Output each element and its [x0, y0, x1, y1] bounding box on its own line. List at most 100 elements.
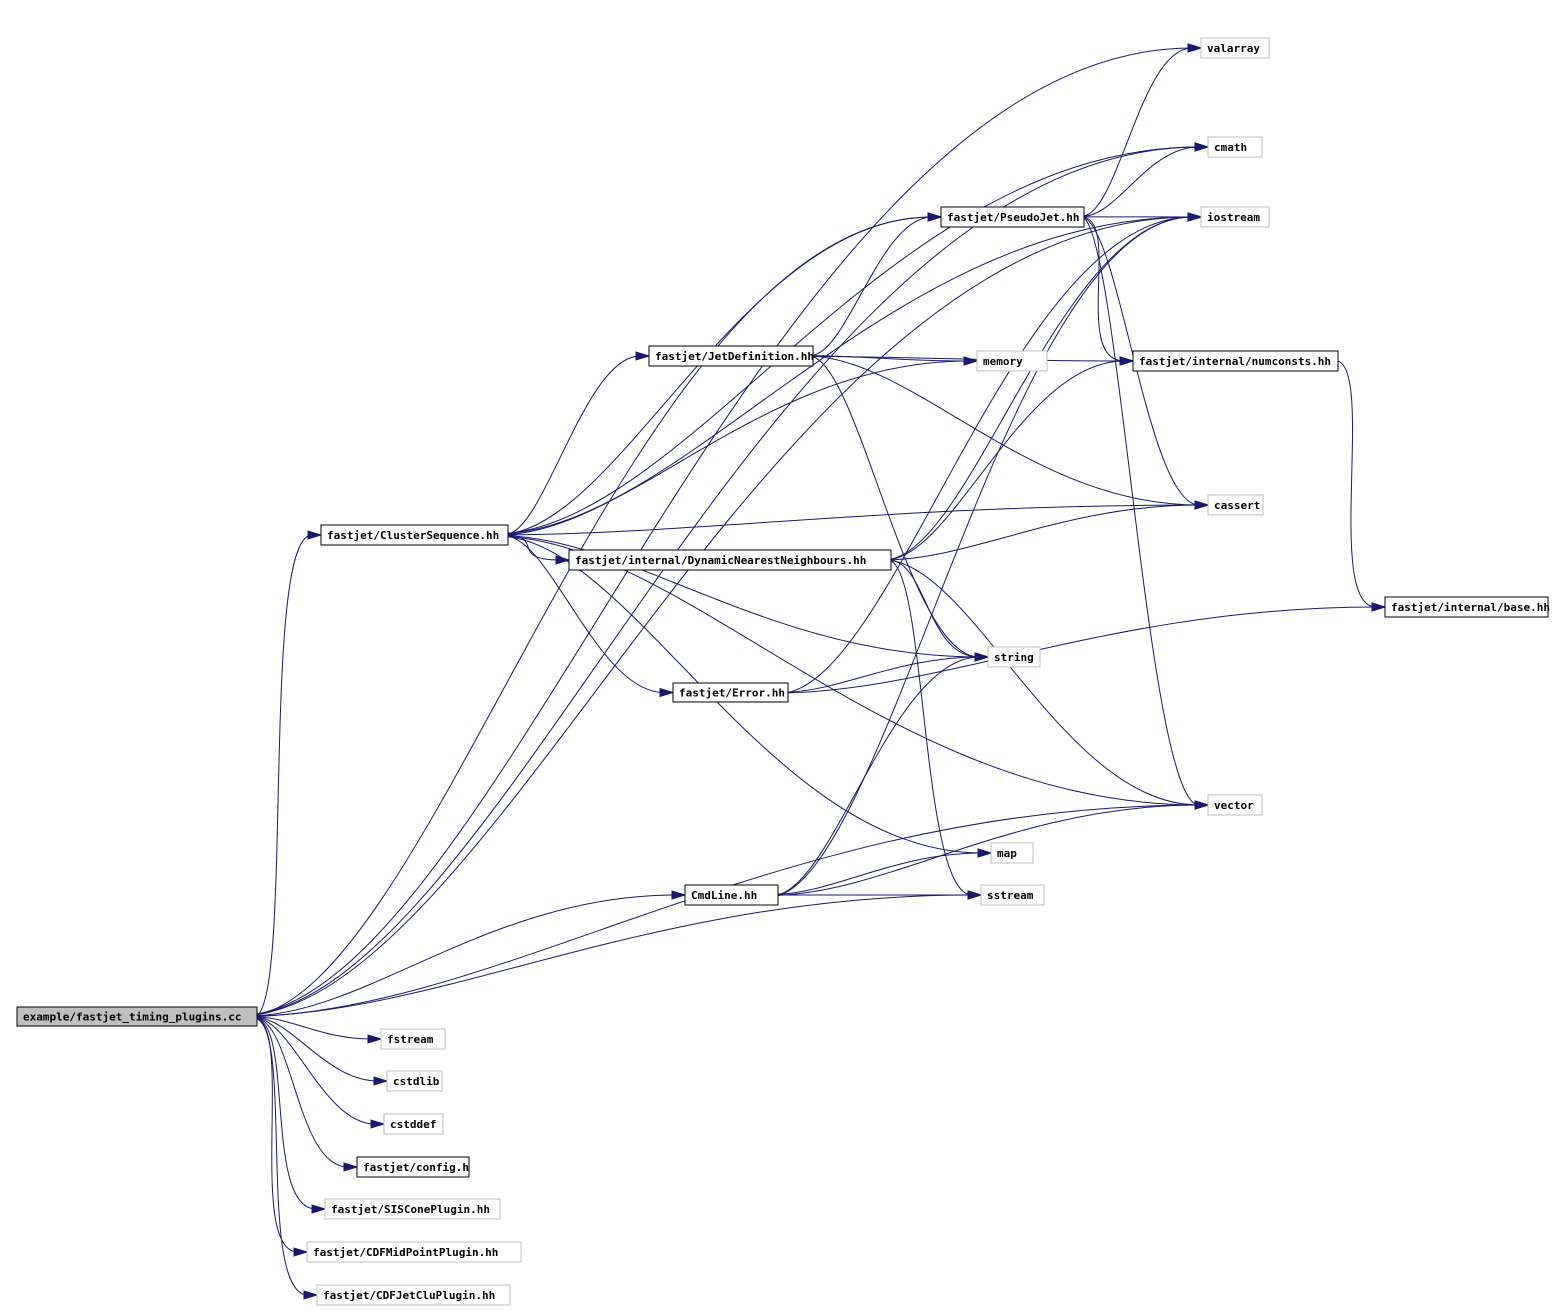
edge-root-to-cmdline	[256, 894, 677, 1017]
node-label-cassert: cassert	[1214, 499, 1260, 512]
edge-root-to-cmath	[256, 146, 1200, 1015]
node-error[interactable]: fastjet/Error.hh	[672, 682, 789, 703]
arrowhead-pseudojet-to-cmath	[1194, 142, 1210, 152]
node-label-cdfjetclu: fastjet/CDFJetCluPlugin.hh	[323, 1289, 495, 1302]
node-label-string: string	[994, 651, 1034, 664]
edge-jetdef-to-numconsts	[812, 355, 1125, 362]
arrowhead-cmdline-to-map	[977, 848, 993, 858]
arrowhead-root-to-sisconeplugin	[311, 1204, 327, 1214]
node-valarray: valarray	[1200, 37, 1270, 59]
node-box-cstdlib	[386, 1070, 443, 1092]
node-label-map: map	[997, 847, 1017, 860]
node-box-iostream	[1200, 206, 1270, 228]
arrowhead-cmdline-to-vector	[1194, 800, 1210, 810]
node-box-cdfmidpoint	[306, 1241, 522, 1263]
node-box-root	[16, 1006, 258, 1027]
edge-root-to-valarray	[256, 47, 1193, 1015]
node-box-numconsts	[1132, 350, 1339, 372]
arrowhead-dnn-to-numconsts	[1119, 356, 1135, 366]
edge-pseudojet-to-vector	[1083, 217, 1200, 806]
node-dnn[interactable]: fastjet/internal/DynamicNearestNeighbour…	[568, 549, 892, 571]
edge-clusterseq-to-cassert	[507, 504, 1200, 536]
edge-pseudojet-to-cmath	[1083, 146, 1200, 217]
node-sisconeplugin: fastjet/SISConePlugin.hh	[324, 1198, 501, 1220]
node-box-dnn	[568, 549, 892, 571]
node-box-memory	[976, 350, 1048, 372]
node-box-cstddef	[383, 1113, 444, 1135]
node-label-cdfmidpoint: fastjet/CDFMidPointPlugin.hh	[313, 1246, 498, 1259]
node-clusterseq[interactable]: fastjet/ClusterSequence.hh	[320, 524, 509, 546]
edge-dnn-to-vector	[890, 560, 1200, 806]
node-box-base	[1384, 596, 1549, 618]
edge-root-to-cstddef	[256, 1017, 376, 1125]
edge-clusterseq-to-pseudojet	[507, 216, 933, 535]
node-box-map	[990, 842, 1034, 864]
node-box-cassert	[1207, 494, 1264, 516]
arrowhead-clusterseq-to-jetdef	[635, 351, 651, 361]
edge-dnn-to-cassert	[890, 504, 1200, 561]
node-label-root: example/fastjet_timing_plugins.cc	[23, 1011, 242, 1024]
edge-numconsts-to-base	[1337, 360, 1377, 608]
node-numconsts[interactable]: fastjet/internal/numconsts.hh	[1132, 350, 1339, 372]
node-cmdline[interactable]: CmdLine.hh	[684, 884, 779, 906]
node-root[interactable]: example/fastjet_timing_plugins.cc	[16, 1006, 258, 1027]
edge-jetdef-to-string	[812, 356, 980, 658]
edge-error-to-string	[787, 656, 980, 693]
node-label-sstream: sstream	[987, 889, 1034, 902]
arrowhead-root-to-config	[343, 1162, 359, 1172]
node-cstddef: cstddef	[383, 1113, 444, 1135]
node-config[interactable]: fastjet/config.h	[356, 1156, 470, 1178]
node-box-fstream	[380, 1028, 446, 1050]
node-jetdef[interactable]: fastjet/JetDefinition.hh	[648, 345, 814, 367]
arrowhead-numconsts-to-base	[1371, 602, 1387, 612]
node-label-numconsts: fastjet/internal/numconsts.hh	[1139, 355, 1331, 368]
node-label-valarray: valarray	[1207, 42, 1260, 55]
node-memory: memory	[976, 350, 1048, 372]
edge-dnn-to-string	[890, 559, 980, 658]
node-base[interactable]: fastjet/internal/base.hh	[1384, 596, 1550, 618]
edge-root-to-fstream	[256, 1016, 373, 1040]
node-cdfjetclu: fastjet/CDFJetCluPlugin.hh	[316, 1284, 511, 1306]
node-cassert: cassert	[1207, 494, 1264, 516]
arrowhead-root-to-cstddef	[370, 1119, 386, 1129]
node-box-cmdline	[684, 884, 779, 906]
arrowhead-root-to-cdfjetclu	[303, 1290, 319, 1300]
node-iostream: iostream	[1200, 206, 1270, 228]
node-label-memory: memory	[983, 355, 1023, 368]
edge-jetdef-to-pseudojet	[812, 216, 933, 356]
arrowhead-cmdline-to-string	[974, 652, 990, 662]
graph-nodes: example/fastjet_timing_plugins.ccfastjet…	[16, 37, 1550, 1306]
node-box-error	[672, 682, 789, 703]
edge-cmdline-to-vector	[777, 804, 1200, 896]
edge-root-to-sstream	[256, 894, 973, 1017]
arrowhead-root-to-cdfmidpoint	[293, 1247, 309, 1257]
node-pseudojet[interactable]: fastjet/PseudoJet.hh	[940, 206, 1085, 228]
node-box-cdfjetclu	[316, 1284, 511, 1306]
edge-root-to-clusterseq	[256, 534, 313, 1016]
edge-root-to-cstdlib	[256, 1016, 379, 1082]
arrowhead-root-to-fstream	[367, 1034, 383, 1044]
edge-clusterseq-to-error	[507, 535, 665, 693]
node-label-dnn: fastjet/internal/DynamicNearestNeighbour…	[575, 554, 866, 567]
arrowhead-dnn-to-cassert	[1194, 500, 1210, 510]
edge-error-to-iostream	[787, 216, 1193, 693]
node-string: string	[987, 646, 1041, 668]
node-label-cmdline: CmdLine.hh	[691, 889, 757, 902]
node-label-error: fastjet/Error.hh	[679, 687, 785, 700]
node-label-cmath: cmath	[1214, 141, 1247, 154]
edge-dnn-to-sstream	[890, 560, 973, 896]
node-label-sisconeplugin: fastjet/SISConePlugin.hh	[331, 1203, 490, 1216]
edge-root-to-cdfjetclu	[256, 1018, 309, 1296]
node-sstream: sstream	[980, 884, 1045, 906]
arrowhead-clusterseq-to-error	[659, 687, 675, 698]
edge-dnn-to-numconsts	[890, 360, 1125, 560]
node-box-cmath	[1207, 136, 1263, 158]
node-label-config: fastjet/config.h	[363, 1161, 469, 1174]
edge-root-to-cdfmidpoint	[256, 1018, 299, 1253]
node-box-jetdef	[648, 345, 814, 367]
edge-clusterseq-to-memory	[507, 360, 969, 536]
node-map: map	[990, 842, 1034, 864]
arrowhead-jetdef-to-pseudojet	[927, 212, 943, 222]
node-cmath: cmath	[1207, 136, 1263, 158]
